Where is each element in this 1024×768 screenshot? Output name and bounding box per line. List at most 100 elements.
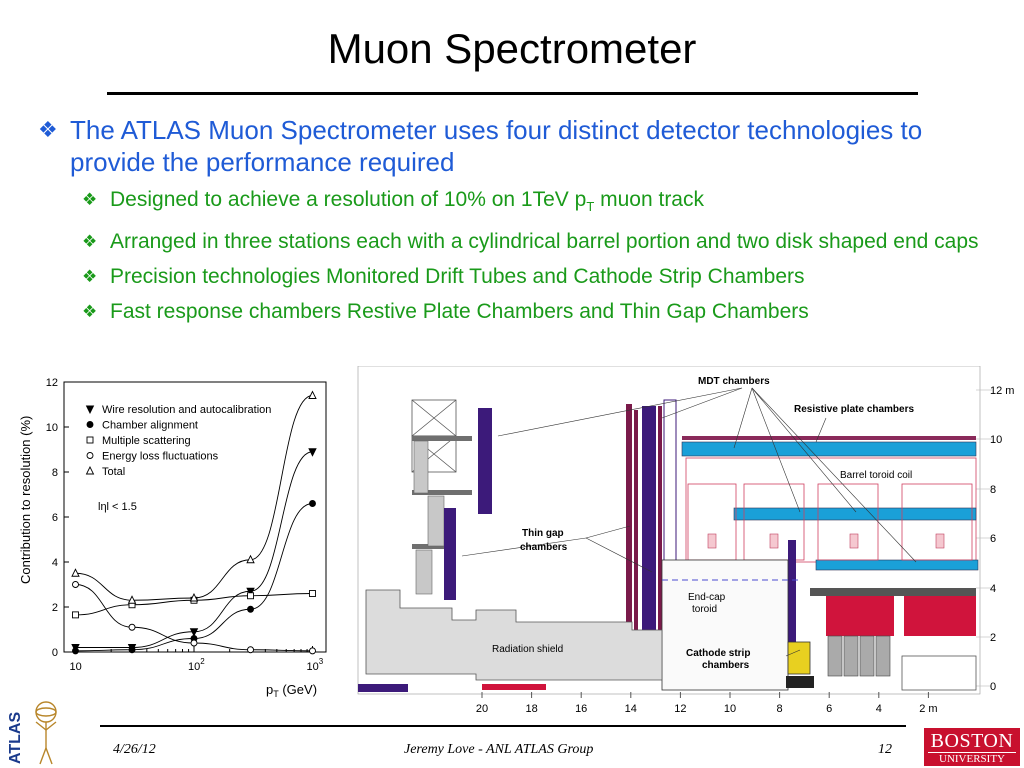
y-axis-label: Contribution to resolution (%) xyxy=(18,416,33,584)
label-cathode-strip-2: chambers xyxy=(702,660,750,671)
legend-label: Total xyxy=(102,466,125,478)
data-point xyxy=(85,465,95,475)
atlas-logo: ATLAS xyxy=(7,701,57,765)
y-tick-label: 6 xyxy=(52,512,58,524)
forward-shield xyxy=(358,684,408,692)
endcap-grey-block-1 xyxy=(413,440,429,494)
forward-red-block xyxy=(482,684,546,690)
data-point xyxy=(189,592,199,602)
inner-tgc-column xyxy=(788,540,796,660)
diagram-gridlines xyxy=(976,389,992,687)
y-tick-label: 10 xyxy=(46,422,58,434)
diagram-y-tick-label: 10 xyxy=(990,434,1002,446)
label-resistive-plate-chambers: Resistive plate chambers xyxy=(794,404,914,415)
data-point xyxy=(309,590,316,597)
data-point xyxy=(246,587,255,597)
y-tick-label: 4 xyxy=(52,557,58,569)
diagram-y-tick-label: 12 m xyxy=(990,385,1014,397)
x-axis-label-sub: T xyxy=(273,689,279,699)
legend-label: Chamber alignment xyxy=(102,420,198,432)
endcap-grey-block-2 xyxy=(427,495,445,547)
footer-author: Jeremy Love - ANL ATLAS Group xyxy=(404,742,594,757)
bullet-sub-1-subscript: T xyxy=(586,199,595,215)
y-tick-label: 8 xyxy=(52,467,58,479)
bu-logo-line2: UNIVERSITY xyxy=(928,752,1016,765)
data-point xyxy=(86,452,94,459)
title-divider xyxy=(107,92,918,95)
y-tick-label: 12 xyxy=(46,377,58,389)
inner-detector-box xyxy=(901,655,977,691)
endcap-bar-mid xyxy=(412,490,472,495)
data-point xyxy=(71,568,80,577)
label-thin-gap-1: Thin gap xyxy=(522,528,564,539)
data-point xyxy=(308,390,317,399)
barrel-mid-mdt xyxy=(733,507,977,521)
tgc-plate-3 xyxy=(626,404,632,646)
data-point xyxy=(190,639,198,647)
calorimeter-block-1 xyxy=(826,596,894,636)
label-mdt-chambers: MDT chambers xyxy=(698,376,770,387)
label-cathode-strip-1: Cathode strip xyxy=(686,648,750,659)
series-line xyxy=(75,395,313,601)
data-point xyxy=(127,595,137,604)
data-point xyxy=(189,628,199,637)
data-point xyxy=(72,581,79,588)
series-line xyxy=(75,503,313,652)
series-4 xyxy=(72,581,316,655)
series-line xyxy=(75,584,313,652)
diagram-x-tick-label: 10 xyxy=(724,703,736,715)
footer-date: 4/26/12 xyxy=(113,742,156,757)
diagram-x-tick-label: 12 xyxy=(674,703,686,715)
y-tick-label: 0 xyxy=(52,647,58,659)
tgc-plate-1 xyxy=(478,408,492,514)
barrel-outer-layer xyxy=(682,436,976,440)
diagram-x-tick-label: 16 xyxy=(575,703,587,715)
mdt-endcap-plate xyxy=(642,406,656,646)
diagram-x-tick-label: 4 xyxy=(876,703,882,715)
bullet-sub-1-text-end: muon track xyxy=(594,188,704,211)
data-point xyxy=(309,647,316,655)
label-thin-gap-2: chambers xyxy=(520,542,568,553)
calorimeter-wedges xyxy=(827,635,891,677)
data-point xyxy=(128,623,136,631)
data-point xyxy=(309,500,316,507)
endcap-toroid-box xyxy=(661,559,789,691)
footer-divider xyxy=(100,725,906,727)
diagram-y-tick-label: 8 xyxy=(990,484,996,496)
bullet-sub-4: ❖ Fast response chambers Restive Plate C… xyxy=(38,298,998,325)
series-line xyxy=(75,451,313,648)
bu-logo-line1: BOSTON xyxy=(930,730,1014,752)
data-point xyxy=(86,421,94,428)
diamond-bullet-icon: ❖ xyxy=(38,117,58,142)
slide-title: Muon Spectrometer xyxy=(327,25,697,72)
calorimeter-block-2 xyxy=(904,596,976,636)
data-point xyxy=(308,448,317,457)
calorimeter-band xyxy=(810,588,976,596)
endcap-bar-top xyxy=(412,436,472,441)
diagram-x-tick-label: 2 m xyxy=(919,703,937,715)
diagram-y-tick-label: 2 xyxy=(990,632,996,644)
diagram-y-tick-label: 6 xyxy=(990,533,996,545)
toroid-coil-outlines xyxy=(687,483,973,561)
diagram-x-tick-label: 6 xyxy=(826,703,832,715)
data-point xyxy=(246,554,255,564)
atlas-quadrant-diagram: MDT chambers Resistive plate chambers Th… xyxy=(357,366,1014,715)
tgc-plate-5 xyxy=(658,406,662,636)
atlas-logo-text: ATLAS xyxy=(7,712,24,764)
legend-label: Energy loss fluctuations xyxy=(102,451,219,463)
legend-label: Wire resolution and autocalibration xyxy=(102,404,271,416)
series-1 xyxy=(71,448,317,653)
endcap-grey-block-3 xyxy=(415,549,433,595)
toroid-coil-cross-sections xyxy=(707,533,945,549)
diagram-y-tick-label: 4 xyxy=(990,583,996,595)
data-point xyxy=(72,611,79,619)
radiation-shield xyxy=(365,589,663,681)
data-point xyxy=(247,592,254,600)
tgc-plate-2 xyxy=(444,508,456,600)
label-barrel-toroid-coil: Barrel toroid coil xyxy=(840,470,912,481)
csc-block xyxy=(787,641,811,675)
x-axis-label-main: p xyxy=(266,682,273,697)
bullet-sub-3-text: Precision technologies Monitored Drift T… xyxy=(110,265,805,289)
